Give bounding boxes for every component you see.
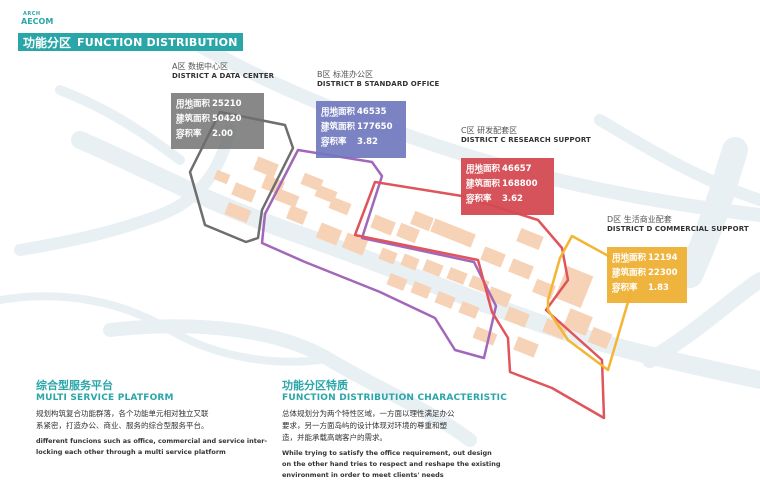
stat-label: 建筑面积 [321, 122, 356, 132]
stat-label: 容积率 [612, 283, 638, 293]
characteristic-text-en-1: While trying to satisfy the office requi… [282, 449, 492, 457]
road-river [0, 292, 324, 366]
stat-value: 3.82 [357, 137, 378, 147]
stat-sub: GFA [321, 129, 328, 133]
district-b-name-zh: B区 标准办公区 [317, 70, 374, 79]
district-d-name-zh: D区 生活商业配套 [607, 215, 672, 224]
road-east-curve [642, 272, 760, 368]
stat-value: 50420 [212, 114, 242, 124]
stat-sub: GFA [466, 186, 473, 190]
road-east-upper [594, 114, 760, 206]
stat-label: 建筑面积 [466, 179, 501, 189]
logo: AECOM [21, 17, 54, 26]
characteristic-text-en-3: environment in order to meet clients' ne… [282, 471, 444, 479]
district-b-label: B区 标准办公区 DISTRICT B STANDARD OFFICE [317, 69, 439, 88]
road-ne-arc [677, 137, 748, 288]
district-b-name-en: DISTRICT B STANDARD OFFICE [317, 80, 440, 88]
page-title-bar: 功能分区 FUNCTION DISTRIBUTION [18, 33, 243, 51]
platform-text-zh-1: 规划构筑复合功能群落，各个功能单元相对独立又联 [36, 409, 209, 418]
district-c-name-zh: C区 研发配套区 [461, 126, 518, 135]
platform-title-zh: 综合型服务平台 [36, 379, 113, 392]
characteristic-title-en: FUNCTION DISTRIBUTION CHARACTERISTIC [282, 393, 508, 403]
stat-value: 25210 [212, 99, 242, 109]
characteristic-text-en-2: on the other hand tries to respect and r… [282, 460, 501, 468]
stat-sub: SITE AREA [612, 260, 630, 264]
page-title-zh: 功能分区 [23, 35, 72, 50]
stat-value: 46535 [357, 107, 387, 117]
stat-label: 容积率 [321, 137, 347, 147]
road-network [0, 33, 760, 447]
platform-text-en-1: different funcions such as office, comme… [36, 437, 268, 445]
stat-value: 3.62 [502, 194, 523, 204]
district-a-name-zh: A区 数据中心区 [172, 62, 229, 71]
district-a-label: A区 数据中心区 DISTRICT A DATA CENTER [172, 61, 274, 80]
district-c-name-en: DISTRICT C RESEARCH SUPPORT [461, 136, 591, 144]
logo-tag: ARCH [23, 11, 41, 17]
characteristic-text-zh-1: 总体规划分为两个特性区域，一方面以理性满足办公 [282, 409, 455, 418]
characteristic-title-zh: 功能分区特质 [282, 379, 348, 392]
stat-label: 建筑面积 [176, 114, 211, 124]
stat-sub: FAR [612, 290, 619, 294]
stat-label: 容积率 [176, 129, 202, 139]
district-d-name-en: DISTRICT D COMMERCIAL SUPPORT [607, 225, 749, 233]
stat-label: 容积率 [466, 194, 492, 204]
stat-sub: GFA [176, 121, 183, 125]
stat-sub: SITE AREA [466, 171, 484, 175]
platform-text-zh-2: 系紧密，打造办公、商业、服务的综合型服务平台。 [36, 421, 209, 430]
district-b-boundary [260, 148, 498, 360]
stat-value: 1.83 [648, 283, 669, 293]
stat-sub: SITE AREA [321, 114, 339, 118]
stat-sub: GFA [612, 275, 619, 279]
road-upper [183, 33, 760, 222]
characteristic-text-zh-3: 造，并能承载高端客户的需求。 [282, 433, 387, 442]
characteristic-text-zh-2: 要求，另一方面岛屿的设计体现对环境的尊重和塑 [282, 421, 447, 430]
stat-value: 12194 [648, 253, 678, 263]
stat-label: 用地面积 [612, 253, 647, 263]
stat-label: 用地面积 [466, 164, 501, 174]
road-west [14, 124, 236, 256]
building-footprints [213, 156, 613, 358]
page-title-en: FUNCTION DISTRIBUTION [77, 35, 238, 49]
stat-sub: FAR [176, 136, 183, 140]
platform-title-en: MULTI SERVICE PLATFORM [36, 393, 174, 403]
district-c-label: C区 研发配套区 DISTRICT C RESEARCH SUPPORT [461, 125, 591, 144]
stat-value: 168800 [502, 179, 538, 189]
stat-value: 22300 [648, 268, 678, 278]
road-northwest [55, 85, 185, 165]
stat-sub: FAR [321, 144, 328, 148]
road-south [103, 319, 477, 447]
characteristic-section: 功能分区特质 FUNCTION DISTRIBUTION CHARACTERIS… [282, 377, 532, 481]
stat-label: 用地面积 [321, 107, 356, 117]
district-d-label: D区 生活商业配套 DISTRICT D COMMERCIAL SUPPORT [607, 214, 749, 233]
stat-value: 46657 [502, 164, 532, 174]
district-a-name-en: DISTRICT A DATA CENTER [172, 72, 275, 80]
stat-value: 2.00 [212, 129, 233, 139]
stat-sub: FAR [466, 201, 473, 205]
platform-text-en-2: locking each other through a multi servi… [36, 448, 226, 456]
platform-section: 综合型服务平台 MULTI SERVICE PLATFORM 规划构筑复合功能群… [36, 377, 276, 458]
stat-value: 177650 [357, 122, 393, 132]
stat-sub: SITE AREA [176, 106, 194, 110]
stat-label: 建筑面积 [612, 268, 647, 278]
stat-label: 用地面积 [176, 99, 211, 109]
